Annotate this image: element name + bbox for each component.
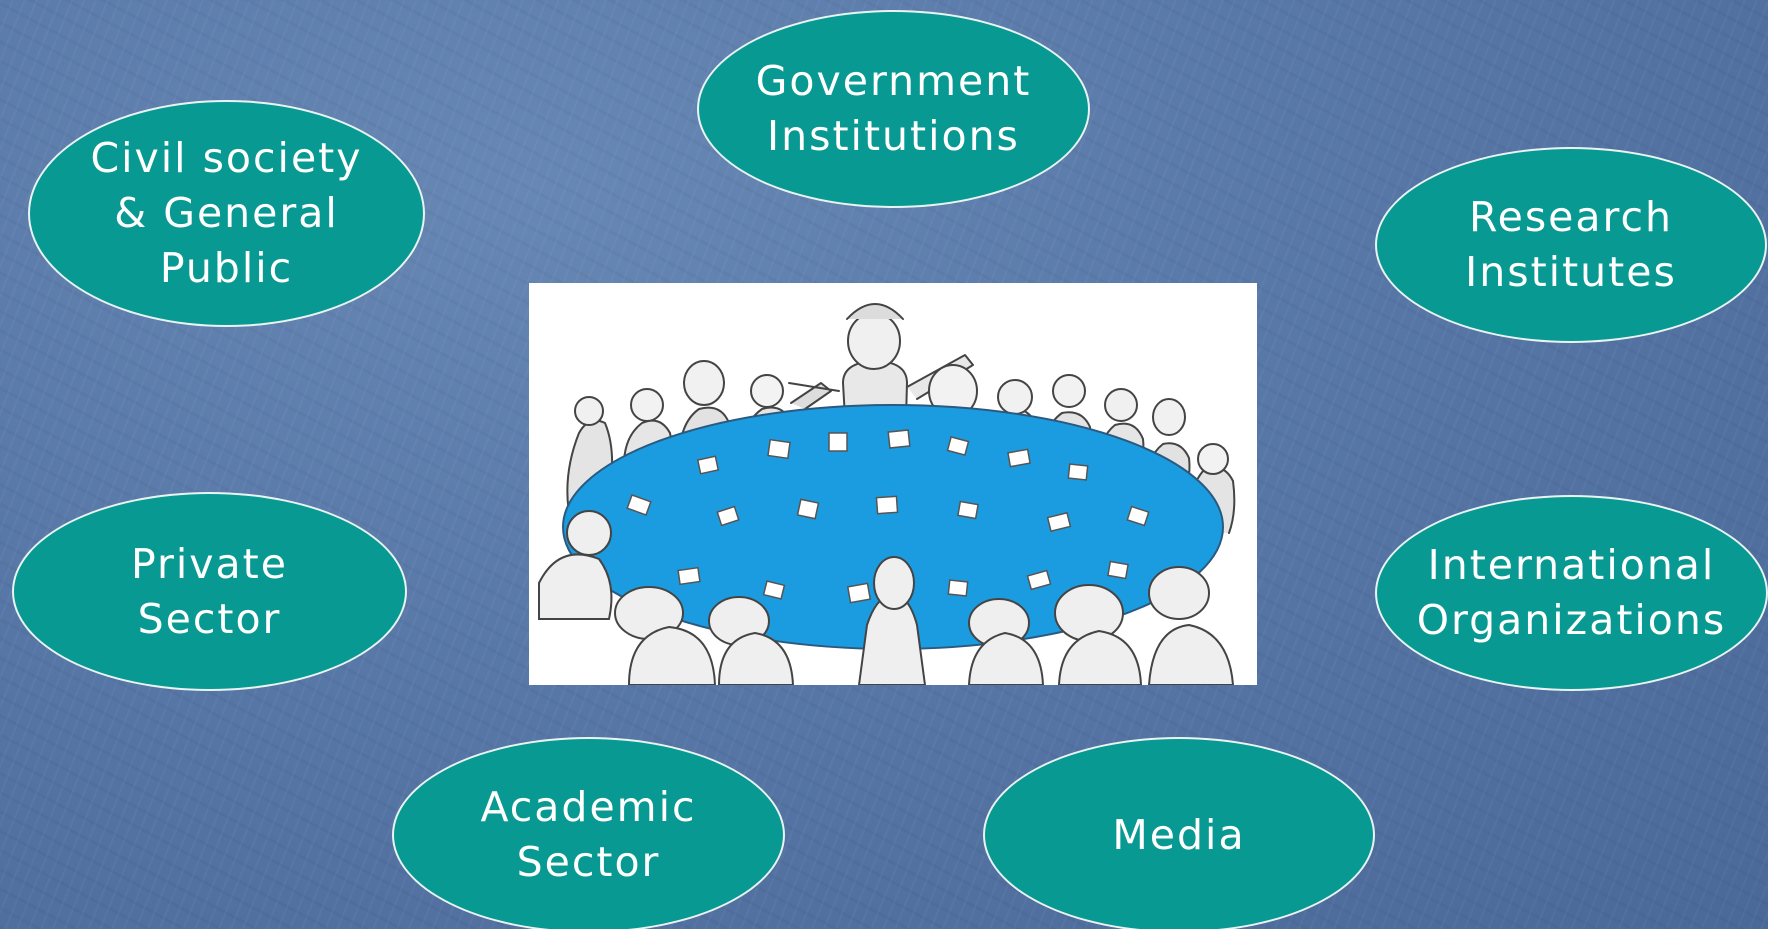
stakeholder-civil-society: Civil society & General Public bbox=[28, 100, 425, 327]
stakeholder-international-organizations: International Organizations bbox=[1375, 495, 1768, 691]
stakeholder-government-institutions: Government Institutions bbox=[697, 10, 1090, 208]
stakeholder-research-institutes: Research Institutes bbox=[1375, 147, 1767, 343]
roundtable-illustration bbox=[529, 283, 1257, 685]
stakeholder-academic-sector: Academic Sector bbox=[392, 737, 785, 929]
stakeholder-private-sector: Private Sector bbox=[12, 492, 407, 691]
roundtable-drawing bbox=[538, 303, 1236, 685]
stakeholder-media: Media bbox=[983, 737, 1375, 929]
